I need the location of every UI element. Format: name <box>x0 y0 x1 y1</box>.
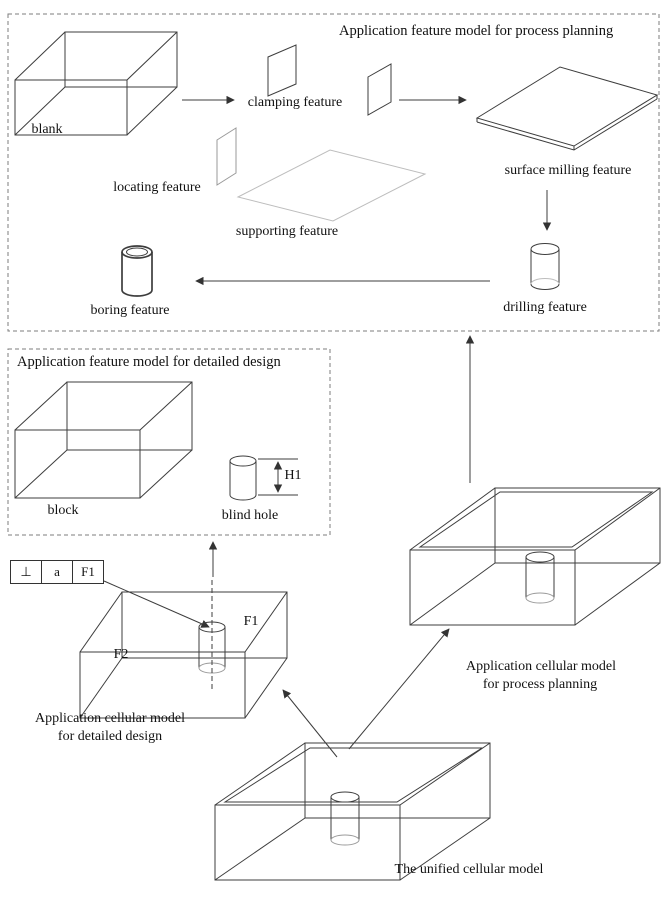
face-f1-label: F1 <box>243 614 259 629</box>
boring-feature-label: boring feature <box>90 303 170 318</box>
boring-feature-shape <box>121 245 153 297</box>
process-cellular-box-wireframe <box>409 487 661 626</box>
surface-milling-feature-label: surface milling feature <box>504 163 632 178</box>
detail-cellular-hole <box>198 580 226 692</box>
blank-label: blank <box>31 122 63 137</box>
fcf-leader-arrow <box>103 580 210 628</box>
h1-dimension <box>258 458 298 496</box>
face-f2-label: F2 <box>113 647 129 662</box>
fcf-perpendicularity-symbol: ⊥ <box>11 561 42 583</box>
process-cellular-hole <box>525 551 555 604</box>
block-wireframe <box>14 381 193 499</box>
drilling-feature-shape <box>530 243 560 290</box>
block-label: block <box>47 503 79 518</box>
process-feature-model-frame <box>7 13 660 332</box>
blind-hole-shape <box>229 455 257 501</box>
arrow-unified-to-detail-cellular <box>282 689 338 758</box>
drilling-feature-label: drilling feature <box>503 300 587 315</box>
surface-milling-feature-shape <box>475 66 659 151</box>
blind-hole-label: blind hole <box>221 508 279 523</box>
unified-hole <box>330 791 360 846</box>
process-cellular-caption-line2: for process planning <box>482 677 598 692</box>
supporting-feature-label: supporting feature <box>235 224 339 239</box>
fcf-datum-label: a <box>42 561 73 583</box>
feature-control-frame: ⊥ a F1 <box>10 560 104 584</box>
unified-model-caption: The unified cellular model <box>394 862 544 877</box>
clamping-feature-shape <box>267 44 392 116</box>
detail-cellular-caption-line1: Application cellular model <box>34 711 186 726</box>
blank-box-wireframe <box>14 31 178 136</box>
detail-cellular-box-wireframe <box>79 591 288 719</box>
unified-box-wireframe <box>214 742 491 881</box>
process-cellular-caption-line1: Application cellular model <box>465 659 617 674</box>
h1-dimension-label: H1 <box>284 468 302 483</box>
clamping-feature-label: clamping feature <box>247 95 343 110</box>
locating-feature-label: locating feature <box>113 180 201 195</box>
detail-feature-model-title: Application feature model for detailed d… <box>17 354 281 370</box>
arrow-unified-to-process-cellular <box>348 628 450 750</box>
supporting-feature-shape <box>236 149 427 222</box>
process-feature-model-title: Application feature model for process pl… <box>339 23 614 39</box>
detail-cellular-caption-line2: for detailed design <box>57 729 163 744</box>
fcf-feature-label: F1 <box>81 564 95 579</box>
locating-feature-shape <box>216 127 237 186</box>
detail-feature-model-frame <box>7 348 331 536</box>
